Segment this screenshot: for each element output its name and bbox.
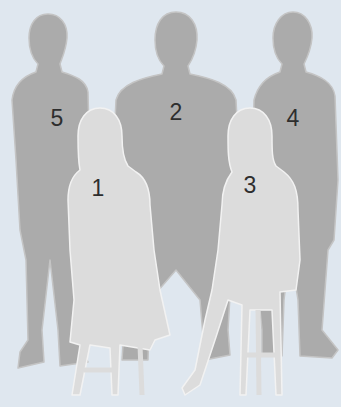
callout-number: 2	[170, 101, 183, 124]
person-silhouette: 3	[178, 104, 302, 400]
silhouette-outline	[60, 104, 174, 400]
stool-part	[258, 310, 259, 395]
stool-part	[84, 368, 116, 373]
person-silhouette: 1	[60, 104, 174, 400]
stool-part	[140, 345, 142, 395]
callout-number: 1	[92, 177, 105, 200]
callout-number: 4	[287, 107, 300, 130]
silhouette-outline	[178, 104, 302, 400]
silhouette-shape	[182, 108, 300, 395]
stool-part	[244, 353, 280, 358]
silhouette-shape	[68, 108, 170, 395]
callout-number: 3	[244, 174, 257, 197]
callout-number: 5	[51, 107, 64, 130]
